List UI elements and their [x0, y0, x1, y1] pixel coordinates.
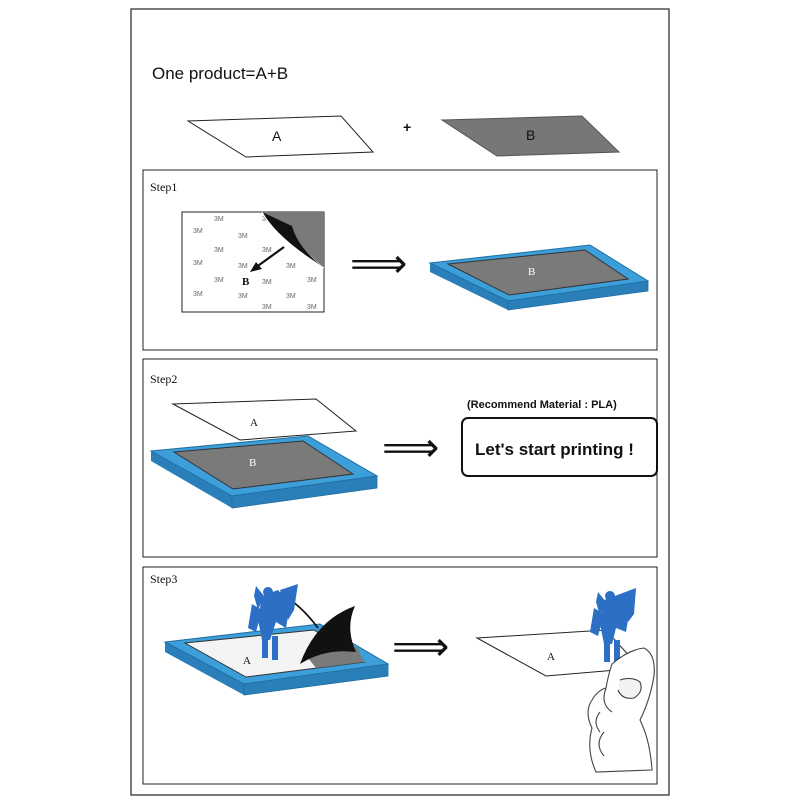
print-bed-step2 [149, 435, 379, 509]
svg-text:3M: 3M [214, 216, 224, 223]
bed-step2-label: B [249, 457, 256, 469]
recommend-text: (Recommend Material : PLA) [467, 399, 617, 411]
step2-label: Step2 [150, 372, 177, 386]
hand [587, 647, 655, 773]
plus-sign: + [403, 119, 411, 135]
sheet-a-step2 [171, 398, 358, 441]
step1-label: Step1 [150, 180, 177, 194]
sheet-a-step3-label: A [547, 651, 555, 663]
sheet-a-label: A [272, 128, 282, 144]
sheet-b-label: B [526, 127, 535, 143]
svg-text:3M: 3M [238, 263, 248, 270]
step3-label: Step3 [150, 572, 177, 586]
svg-text:3M: 3M [307, 304, 317, 311]
bed-step1-label: B [528, 266, 535, 278]
svg-text:3M: 3M [307, 277, 317, 284]
header-title: One product=A+B [152, 64, 288, 83]
svg-text:3M: 3M [286, 263, 296, 270]
step2-arrow: ⟹ [382, 426, 439, 470]
svg-text:3M: 3M [286, 293, 296, 300]
peeled-sheet [300, 606, 356, 664]
svg-text:3M: 3M [238, 293, 248, 300]
svg-text:3M: 3M [214, 277, 224, 284]
start-printing-box [461, 417, 658, 477]
print-bed-step1 [428, 244, 650, 311]
start-printing-text: Let's start printing ! [475, 440, 634, 459]
printed-figure-held [590, 588, 636, 662]
printed-figure-step3 [248, 584, 298, 660]
svg-text:3M: 3M [193, 260, 203, 267]
sheet-a-step2-label: A [250, 417, 258, 429]
peel-arrow [250, 246, 285, 272]
svg-text:3M: 3M [262, 279, 272, 286]
sheet-b [440, 115, 621, 157]
svg-text:3M: 3M [262, 304, 272, 311]
sheet-a [186, 115, 375, 158]
step3-arrow: ⟹ [392, 625, 449, 669]
svg-text:3M: 3M [238, 233, 248, 240]
sticker-sheet: 3M 3M 3M 3M 3M 3M 3M 3M 3M 3M 3M 3M 3M 3… [181, 211, 325, 313]
svg-text:3M: 3M [193, 228, 203, 235]
svg-text:3M: 3M [262, 247, 272, 254]
bed-step3-label: A [243, 655, 251, 667]
svg-text:3M: 3M [214, 247, 224, 254]
sticker-b-label: B [242, 276, 250, 288]
svg-text:3M: 3M [193, 291, 203, 298]
step1-arrow: ⟹ [350, 242, 407, 286]
